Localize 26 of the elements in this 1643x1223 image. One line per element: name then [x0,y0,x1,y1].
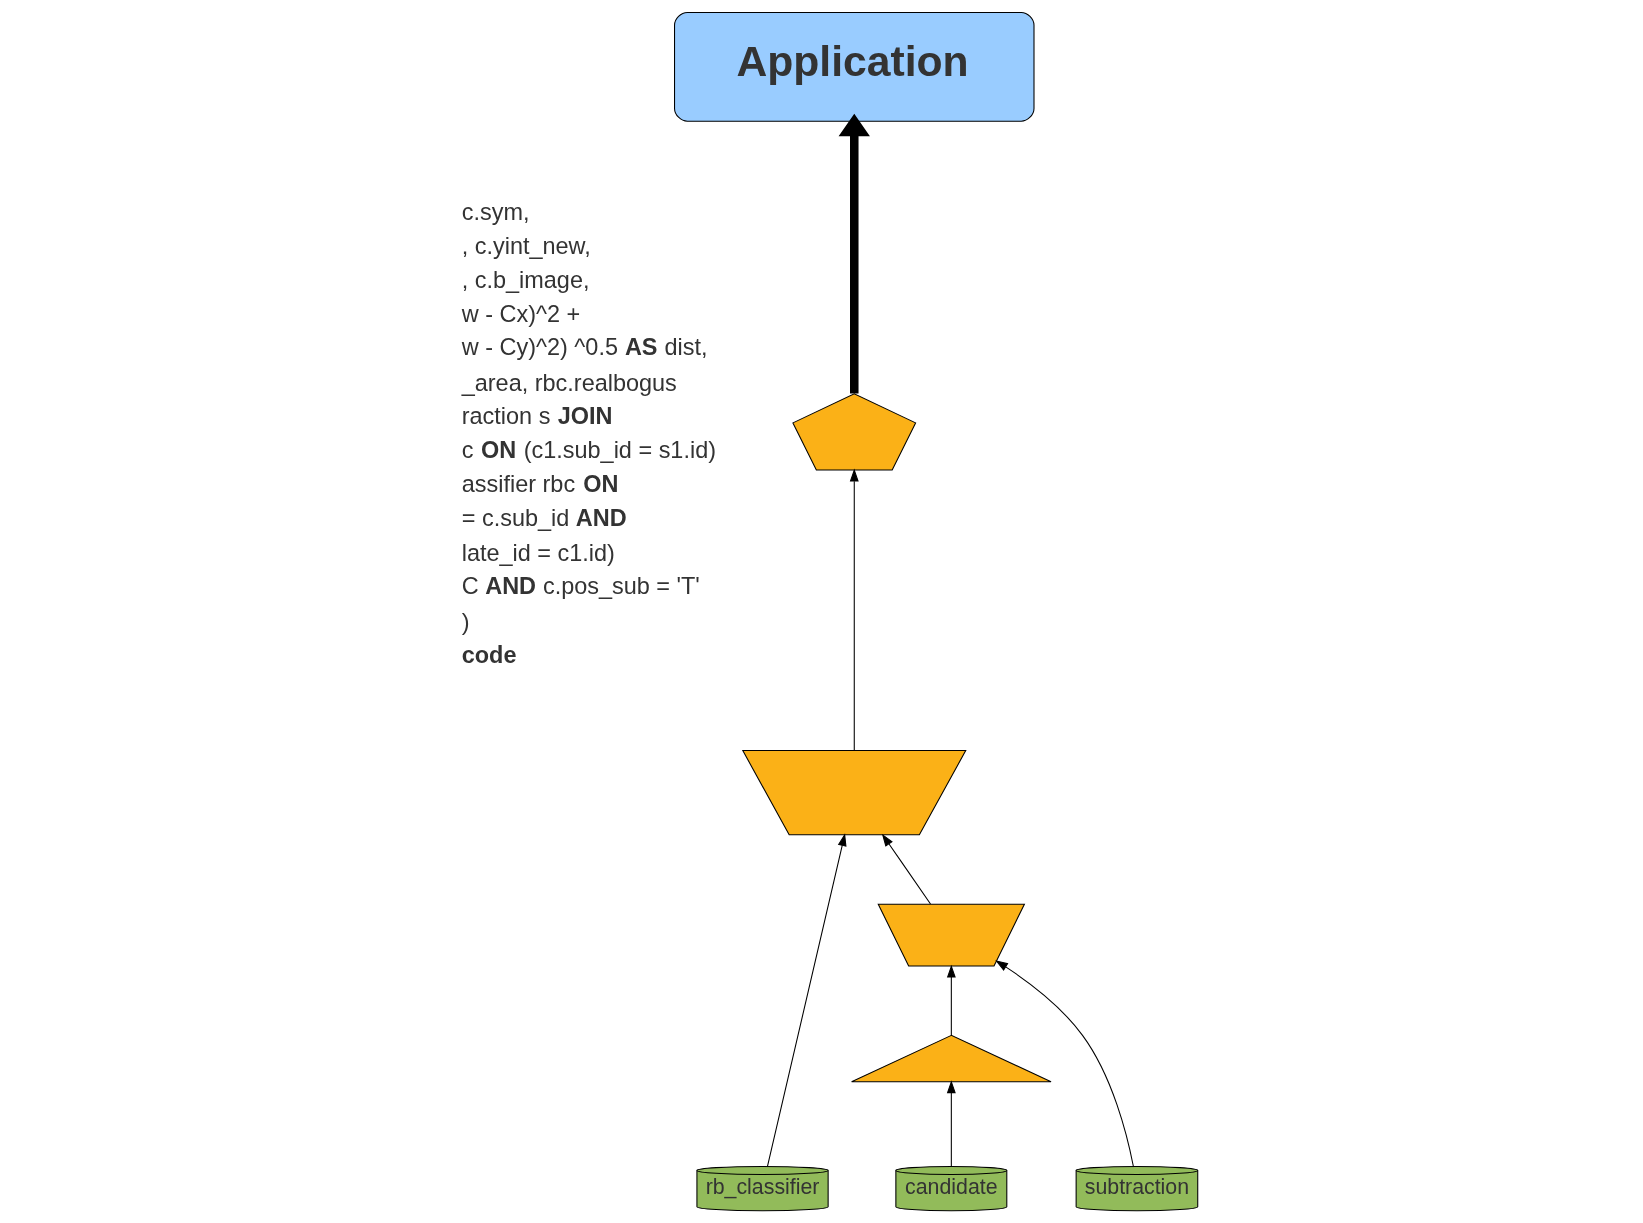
label: C AND c.pos_sub = 'T' [461,573,700,600]
label: raction s JOIN [461,402,612,429]
label: assifier rbc ON [461,471,619,498]
arrow [766,833,846,1167]
arrow [849,468,859,751]
arrow [838,113,870,394]
arrow [946,964,956,1036]
node-triangle [850,1034,1052,1083]
label: , c.yint_new, [461,233,591,260]
label: = c.sub_id AND [461,505,627,532]
node-box: Application [673,11,1035,122]
label: , c.b_image, [461,267,589,294]
node-pentagon [791,393,916,471]
label: _area, rbc.realbogus [461,369,677,396]
label: c ON (c1.sub_id = s1.id) [461,436,716,463]
label: w - Cx)^2 + [461,301,580,328]
arrow [994,960,1134,1168]
arrow [946,1080,956,1167]
label: w - Cy)^2) ^0.5 AS dist, [461,334,708,361]
label: c.sym, [461,199,529,226]
node-trapezoid [876,903,1025,967]
label: code [461,641,516,668]
label: ) [461,608,470,635]
node-trapezoid [741,750,967,836]
label: late_id = c1.id) [461,540,615,567]
arrow [881,833,931,905]
